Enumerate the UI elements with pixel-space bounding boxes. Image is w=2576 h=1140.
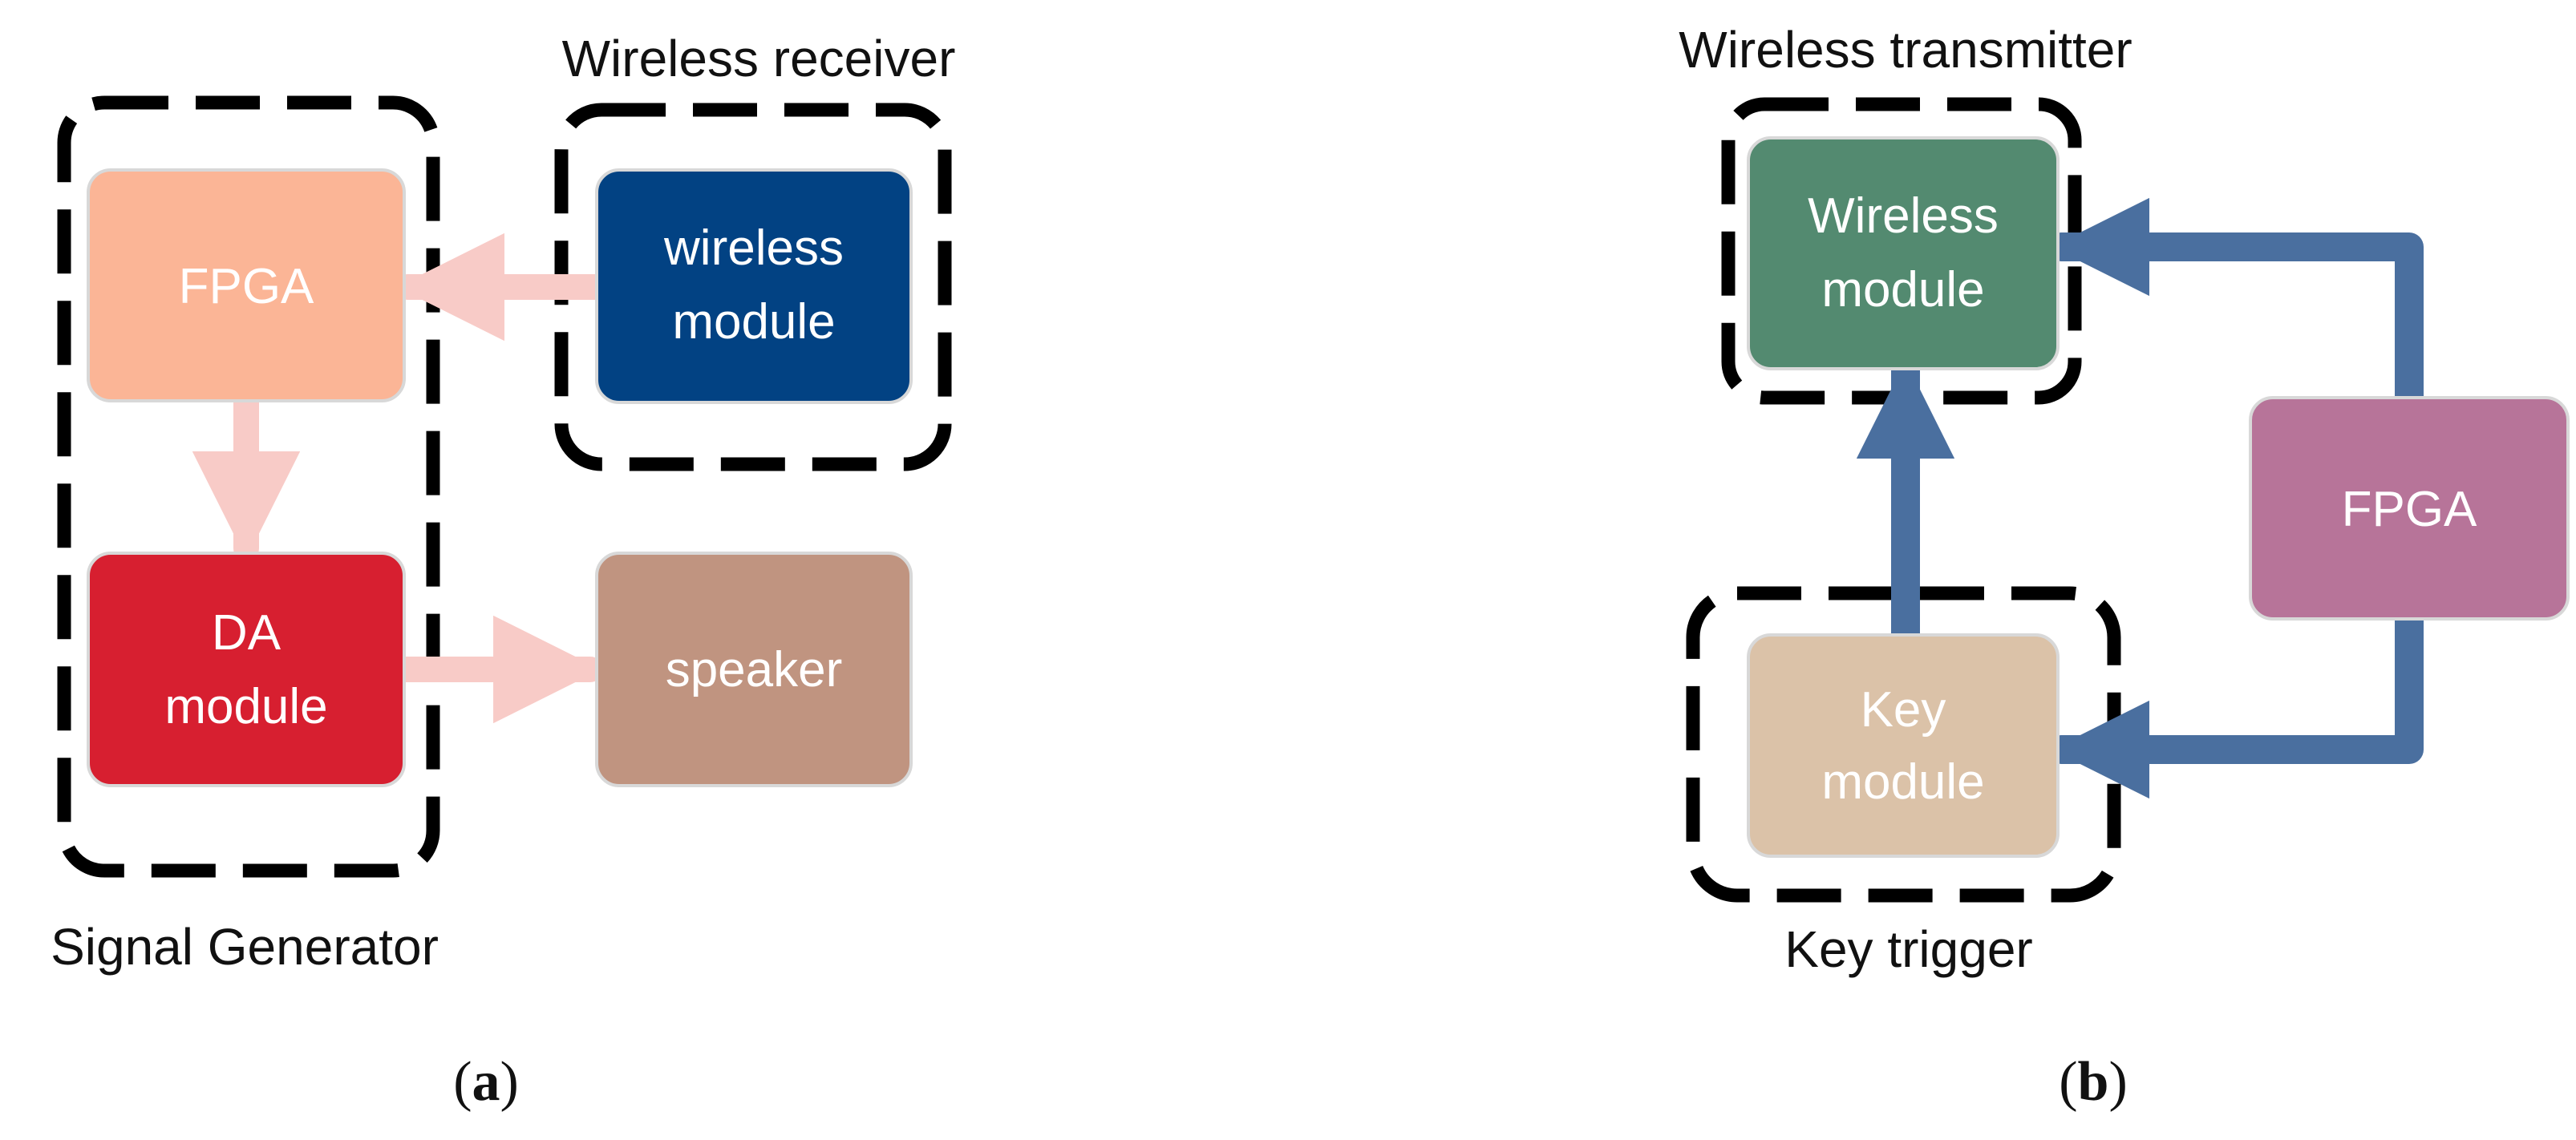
fpga-label: FPGA: [179, 259, 314, 314]
wireless-module-b-label-line1: Wireless: [1808, 188, 1999, 244]
signal-generator-group-outline: [57, 95, 440, 878]
key-module-box: Key module: [1747, 633, 2060, 858]
panel-b: Wireless transmitter Key trigger Wireles…: [1679, 21, 2570, 1113]
speaker-box: speaker: [595, 552, 913, 787]
signal-generator-label: Signal Generator: [51, 918, 439, 976]
wireless-module-b-label-line2: module: [1821, 262, 1984, 317]
fpga-box-a: FPGA: [87, 168, 406, 402]
panel-a: Wireless receiver Signal Generator FPGA …: [51, 30, 955, 1113]
key-trigger-label: Key trigger: [1784, 920, 2032, 978]
speaker-label: speaker: [666, 642, 843, 697]
wireless-receiver-label: Wireless receiver: [562, 30, 956, 87]
arrow-fpga-to-key: [2047, 603, 2424, 799]
da-module-label-line1: DA: [212, 605, 281, 661]
arrow-fpga-to-wireless: [2047, 197, 2424, 414]
wireless-module-label-line1: wireless: [663, 220, 844, 276]
panel-a-caption: (a): [453, 1051, 519, 1113]
fpga-box-b: FPGA: [2249, 396, 2570, 621]
key-module-label-line2: module: [1821, 754, 1984, 810]
wireless-module-box-a: wireless module: [595, 168, 913, 404]
da-module-box: DA module: [87, 552, 406, 787]
wireless-module-box-b: Wireless module: [1747, 136, 2060, 370]
panel-b-caption: (b): [2059, 1051, 2128, 1113]
fpga-b-label: FPGA: [2342, 482, 2477, 537]
key-module-label-line1: Key: [1861, 682, 1946, 738]
da-module-label-line2: module: [164, 679, 327, 734]
wireless-transmitter-label: Wireless transmitter: [1679, 21, 2132, 79]
wireless-module-label-line2: module: [672, 294, 835, 350]
